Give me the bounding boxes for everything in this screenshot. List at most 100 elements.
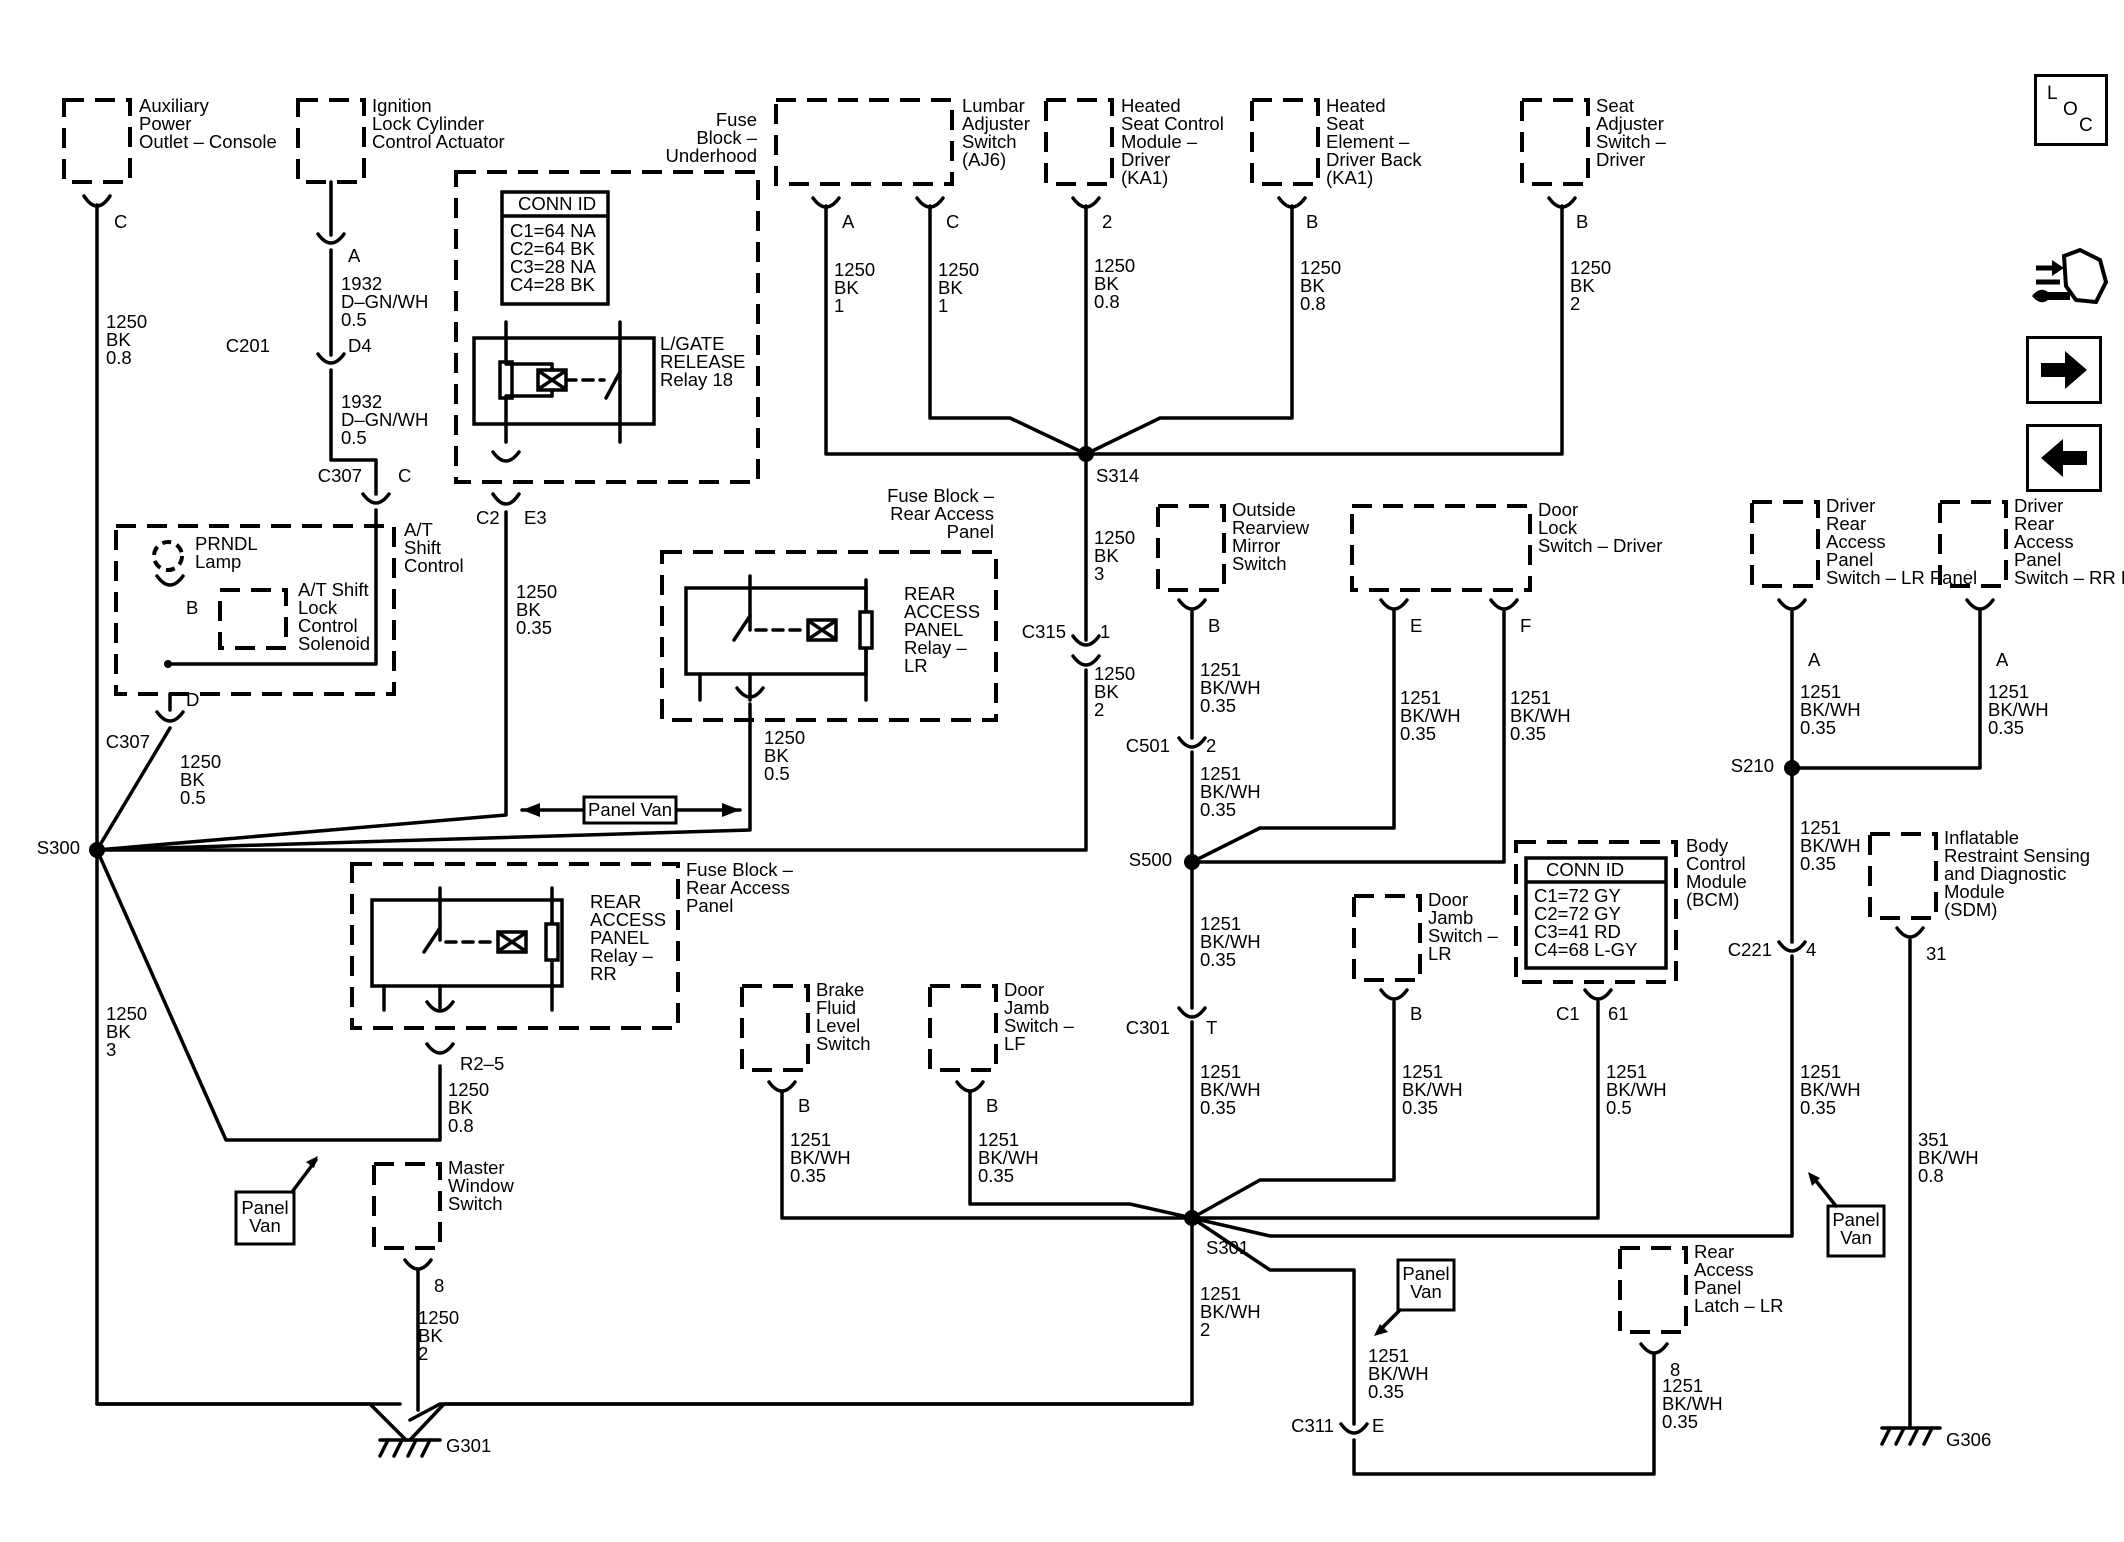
pin-label-13: B	[1410, 1003, 1422, 1024]
wire-lgate-2: 0.35	[516, 617, 552, 638]
wire-s314_c315-1: BK	[1094, 545, 1119, 566]
door-jamb-lf-label-line-2: Switch –	[1004, 1015, 1075, 1036]
wire-drv_rr-1: BK/WH	[1988, 699, 2049, 720]
at-shift-control-box	[114, 524, 396, 696]
conn-id-underhood-row-0: C1=64 NA	[510, 220, 597, 241]
location-button[interactable]: L O C	[2034, 74, 2108, 146]
wire-seat_adj-0: 1250	[1570, 257, 1611, 278]
fuse-block-rear-rr-label-line-0: Fuse Block –	[686, 859, 794, 880]
wire-c315_s300-1: BK	[1094, 681, 1119, 702]
component-locator-icon[interactable]	[2030, 242, 2110, 318]
connector-c307_bot: C307	[106, 731, 150, 752]
wire-s500_c301-2: 0.35	[1200, 949, 1236, 970]
panel-van-range-label: Panel Van	[588, 799, 672, 820]
wire-lumbar_a-0: 1250	[834, 259, 875, 280]
wire-ign_a-2: 0.5	[341, 309, 367, 330]
pin-label-14: 31	[1926, 943, 1947, 964]
rear-panel-relay-lr-label-line-3: Relay –	[904, 637, 967, 658]
door-lock-switch-label-line-2: Switch – Driver	[1538, 535, 1662, 556]
sdm-label-line-0: Inflatable	[1944, 827, 2019, 848]
conn-id-bcm-row-3: C4=68 L-GY	[1534, 939, 1637, 960]
sdm-label-line-1: Restraint Sensing	[1944, 845, 2090, 866]
at-shift-control-label-line-2: Control	[404, 555, 464, 576]
wire-sdm_w-1: BK/WH	[1918, 1147, 1979, 1168]
wire-jamb_lf-0: 1251	[978, 1129, 1019, 1150]
wire-s301_c311-2: 0.35	[1368, 1381, 1404, 1402]
wire-c221_s301-0: 1251	[1800, 1061, 1841, 1082]
bcm-box	[1514, 840, 1678, 984]
splice-s301-label: S301	[1206, 1237, 1249, 1258]
bcm-label-line-2: Module	[1686, 871, 1747, 892]
sdm-label-line-4: (SDM)	[1944, 899, 1997, 920]
door-jamb-lr-label-line-0: Door	[1428, 889, 1468, 910]
fuse-block-underhood-label-line-1: Block –	[696, 127, 757, 148]
at-shift-solenoid-label-line-1: Lock	[298, 597, 338, 618]
door-jamb-lr-label-line-2: Switch –	[1428, 925, 1499, 946]
heated-seat-module-label-line-2: Module –	[1121, 131, 1198, 152]
ground-g301-label: G301	[446, 1435, 491, 1456]
heated-seat-element-label-line-1: Seat	[1326, 113, 1364, 134]
conn-id-bcm-row-2: C3=41 RD	[1534, 921, 1621, 942]
pin-label-12: A	[1996, 649, 2009, 670]
prndl-lamp-label-line-1: Lamp	[195, 551, 241, 572]
wire-brake-1: BK/WH	[790, 1147, 851, 1168]
wire-latch-2: 0.35	[1662, 1411, 1698, 1432]
wire-ign_a-0: 1932	[341, 273, 382, 294]
wire-c307-1: BK	[180, 769, 205, 790]
wire-lumbar_a-2: 1	[834, 295, 844, 316]
outside-mirror-switch-label-line-1: Rearview	[1232, 517, 1310, 538]
sdm-label-line-2: and Diagnostic	[1944, 863, 2066, 884]
door-jamb-lr-label-line-3: LR	[1428, 943, 1452, 964]
rear-panel-relay-rr-pin: R2–5	[460, 1053, 504, 1074]
conn-id-underhood-row-3: C4=28 BK	[510, 274, 596, 295]
heated-seat-module-label-line-3: Driver	[1121, 149, 1170, 170]
wire-master-2: 2	[418, 1343, 428, 1364]
wire-s314_c315-2: 3	[1094, 563, 1104, 584]
door-lock-switch-box	[1350, 504, 1532, 592]
wire-door_lock_f-1: BK/WH	[1510, 705, 1571, 726]
wire-drv_rr-0: 1251	[1988, 681, 2029, 702]
lumbar-switch-label-line-3: (AJ6)	[962, 149, 1006, 170]
lumbar-switch-label-line-2: Switch	[962, 131, 1017, 152]
bcm-label-line-0: Body	[1686, 835, 1729, 856]
connector-c315: C315	[1022, 621, 1066, 642]
pin-label-1: A	[348, 245, 361, 266]
wire-jamb_lr-2: 0.35	[1402, 1097, 1438, 1118]
rear-panel-latch-lr-box	[1618, 1246, 1688, 1334]
next-page-button[interactable]	[2026, 336, 2102, 404]
wire-lgate-0: 1250	[516, 581, 557, 602]
ground-g306-label: G306	[1946, 1429, 1991, 1450]
connector-c221_pin: 4	[1806, 939, 1816, 960]
connector-c315_pin: 1	[1100, 621, 1110, 642]
rear-panel-relay-lr-label-line-1: ACCESS	[904, 601, 980, 622]
driver-rear-lr-label-line-4: Switch – LR Panel	[1826, 567, 1977, 588]
wire-s301_g301-1: BK/WH	[1200, 1301, 1261, 1322]
lgate-relay-label-line-0: L/GATE	[660, 333, 724, 354]
seat-adjuster-switch-box	[1520, 98, 1590, 186]
connector-c301_pin: T	[1206, 1017, 1217, 1038]
wire-relay_rr-0: 1250	[448, 1079, 489, 1100]
connector-c501: C501	[1126, 735, 1170, 756]
heated-seat-element-label-line-4: (KA1)	[1326, 167, 1373, 188]
wire-bcm_w-2: 0.5	[1606, 1097, 1632, 1118]
ground-g306-symbol	[1880, 1426, 1942, 1446]
pin-label-4: 2	[1102, 211, 1112, 232]
wire-c501_s500-0: 1251	[1200, 763, 1241, 784]
splice-s210-label: S210	[1731, 755, 1774, 776]
previous-page-button[interactable]	[2026, 424, 2102, 492]
splice-s300-label: S300	[37, 837, 80, 858]
sdm-label-line-3: Module	[1944, 881, 2005, 902]
lgate-relay-pin: E3	[524, 507, 547, 528]
pin-label-2: A	[842, 211, 855, 232]
wire-ign_d4-1: D–GN/WH	[341, 409, 428, 430]
ground-g301-symbol	[378, 1438, 442, 1458]
connector-c311: C311	[1291, 1415, 1334, 1436]
door-jamb-lr-box	[1352, 894, 1422, 982]
pin-label-8: B	[1208, 615, 1220, 636]
driver-rear-rr-label-line-3: Panel	[2014, 549, 2061, 570]
splice-s314	[1078, 446, 1094, 462]
door-jamb-lf-box	[928, 984, 998, 1072]
